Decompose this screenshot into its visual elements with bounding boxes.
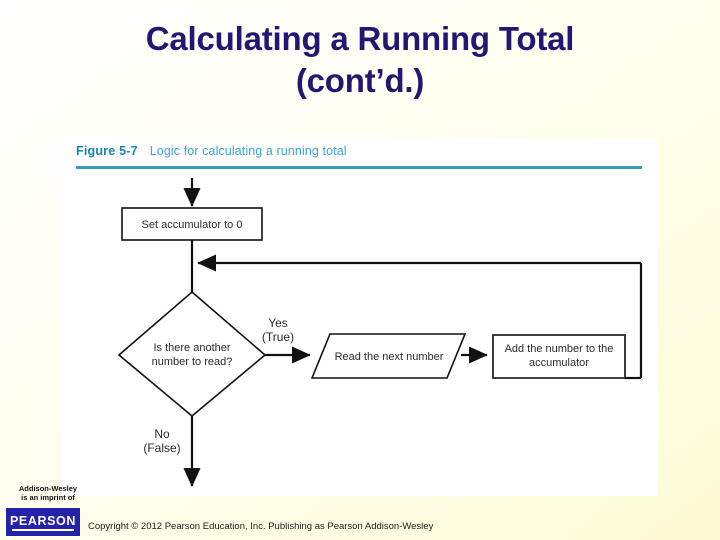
figure-rule-divider <box>76 166 642 169</box>
edge-label-yes-line1: Yes <box>268 316 288 330</box>
node-read-next-number-label: Read the next number <box>335 351 444 363</box>
imprint-text: Addison-Wesley is an imprint of <box>8 484 88 503</box>
node-add-number-label-line1: Add the number to the <box>505 343 614 355</box>
node-decision-label-line1: Is there another <box>153 342 230 354</box>
node-add-number <box>492 334 626 379</box>
title-line-1: Calculating a Running Total <box>145 20 575 57</box>
node-set-accumulator <box>121 207 263 241</box>
figure-caption-text: Logic for calculating a running total <box>149 144 347 158</box>
imprint-line-2: is an imprint of <box>21 493 75 503</box>
flowchart-diagram: Set accumulator to 0 Is there another nu… <box>117 178 643 487</box>
node-decision-label-line2: number to read? <box>152 356 233 368</box>
pearson-logo: PEARSON <box>6 508 80 536</box>
node-set-accumulator-label: Set accumulator to 0 <box>142 219 243 231</box>
figure-number: Figure 5-7 <box>76 144 138 158</box>
title-line-2: (cont’d.) <box>295 62 425 100</box>
copyright-notice: Copyright © 2012 Pearson Education, Inc.… <box>88 521 434 532</box>
node-add-number-label-line2: accumulator <box>529 357 589 369</box>
figure-panel: Figure 5-7 Logic for calculating a runnin… <box>62 138 658 496</box>
edge-label-no-line1: No <box>154 427 170 441</box>
node-read-next-number <box>310 333 467 379</box>
imprint-line-1: Addison-Wesley <box>18 484 78 493</box>
node-decision <box>117 290 267 418</box>
edge-label-yes-line2: (True) <box>262 330 294 344</box>
pearson-logo-underline <box>12 529 74 531</box>
pearson-logo-text: PEARSON <box>9 514 77 528</box>
edge-label-no-line2: (False) <box>143 441 180 455</box>
page-title: Calculating a Running Total (cont’d.) <box>40 18 680 102</box>
figure-caption: Figure 5-7 Logic for calculating a runnin… <box>76 144 347 158</box>
